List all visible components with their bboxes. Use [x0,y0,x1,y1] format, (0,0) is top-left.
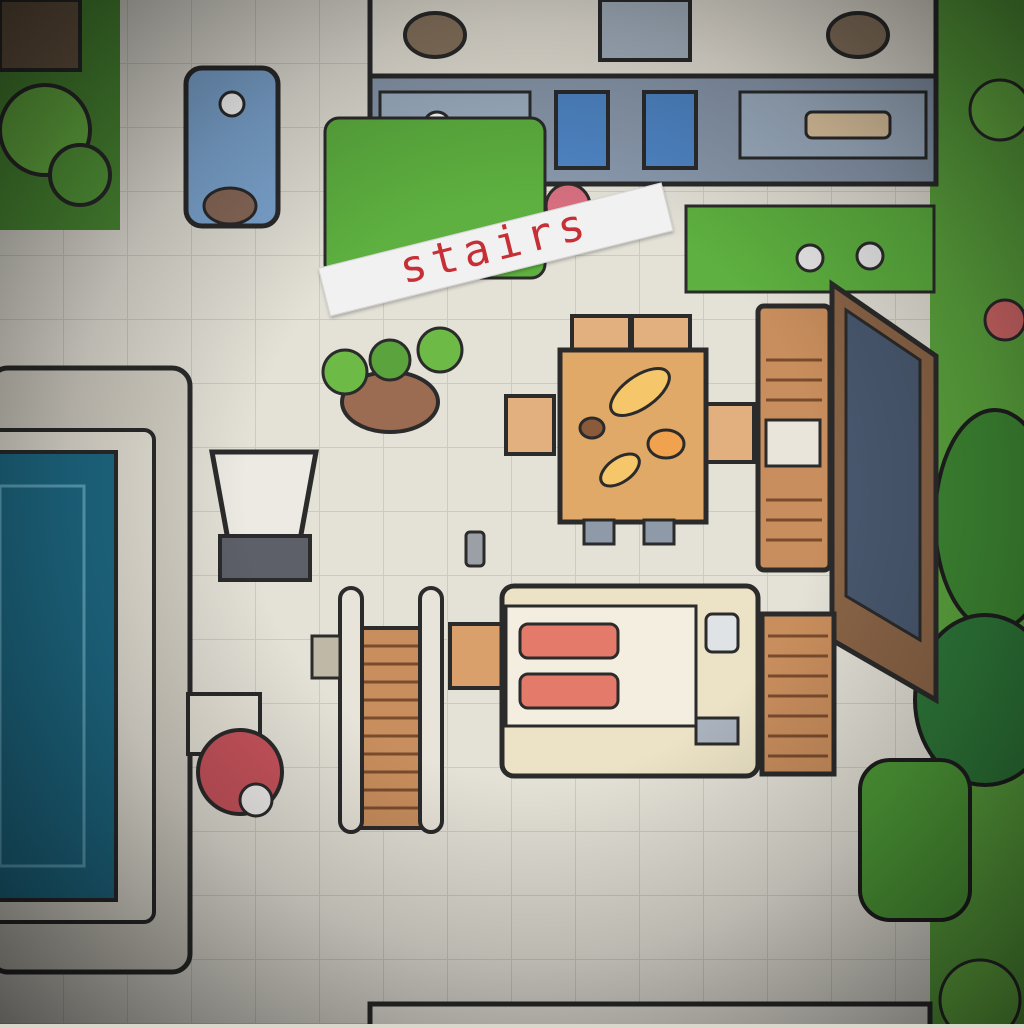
open-door[interactable] [829,279,939,705]
swimming-pool [0,365,193,975]
blue-door-left [554,90,610,170]
blue-door-right [642,90,698,170]
sofa-bed[interactable] [499,583,761,779]
small-trash-bin[interactable] [464,530,486,568]
bottom-wall [367,1001,933,1028]
sink-basin[interactable] [209,449,319,582]
shelf-unit[interactable] [755,303,833,573]
blue-chair[interactable] [183,65,281,229]
side-cabinet[interactable] [759,611,837,777]
left-garden [0,0,120,230]
